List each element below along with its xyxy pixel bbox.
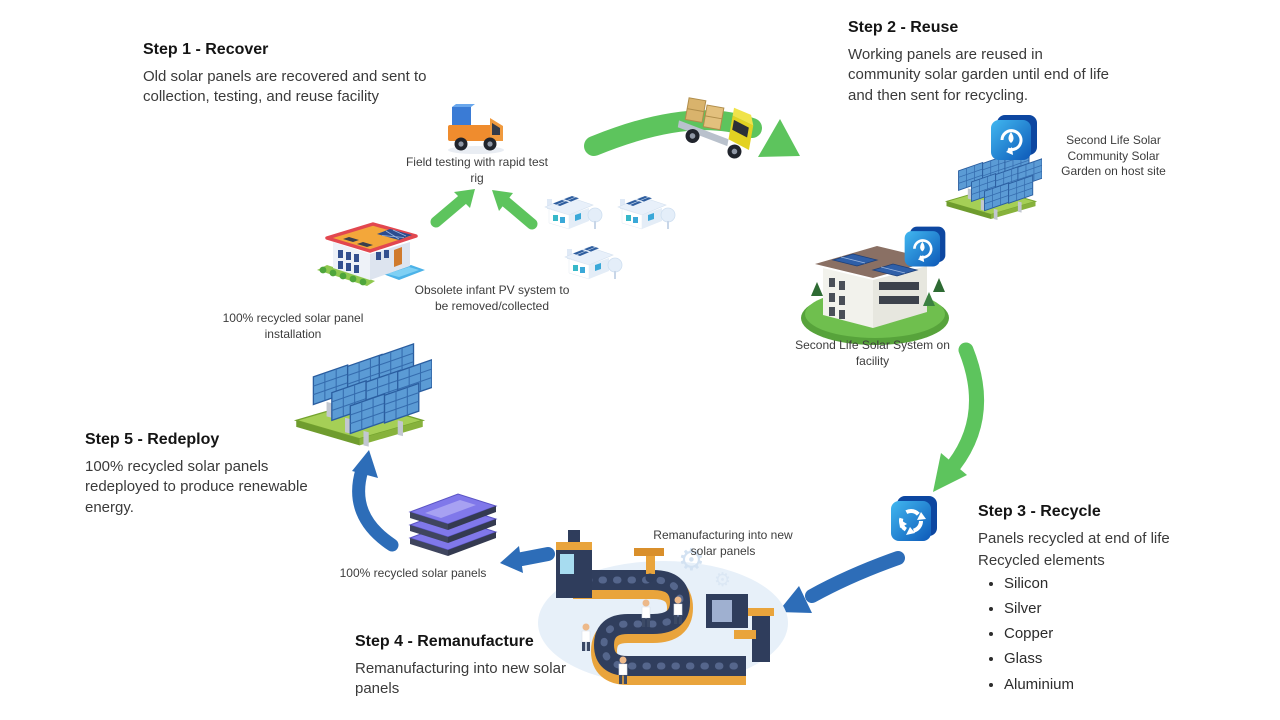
recycled-elements-list: Silicon Silver Copper Glass Aluminium [978, 574, 1208, 695]
arrow-house-to-test-icon [430, 189, 475, 228]
recycle-cube-icon [891, 496, 937, 541]
step1-title: Step 1 - Recover [143, 41, 269, 58]
svg-text:⚙: ⚙ [714, 569, 731, 591]
transport-truck-icon [677, 97, 754, 159]
recycled-installation-icon [293, 343, 432, 448]
recycled-panels-label: 100% recycled solar panels [339, 566, 487, 580]
list-item: Aluminium [1004, 675, 1208, 695]
step1-desc: Old solar panels are recovered and sent … [143, 68, 427, 106]
step5-desc: 100% recycled solar panels redeployed to… [85, 458, 308, 516]
remanufacturing-factory-icon: ⚙ ⚙ [538, 530, 788, 685]
step2-desc: Working panels are reused in community s… [848, 46, 1109, 104]
step4-title: Step 4 - Remanufacture [355, 633, 534, 650]
recycled-panel-stack-icon [408, 493, 498, 556]
step3-desc: Panels recycled at end of life [978, 530, 1170, 547]
second-life-solar-cube-icon [904, 226, 946, 267]
facility-system-label: Second Life Solar System on facility [795, 338, 950, 368]
remanufacturing-label: Remanufacturing into new solar panels [653, 528, 793, 558]
community-solar-garden-icon [944, 147, 1042, 221]
step5-block: Step 5 - Redeploy 100% recycled solar pa… [85, 430, 330, 518]
list-item: Copper [1004, 624, 1208, 644]
step4-desc: Remanufacturing into new solar panels [355, 660, 566, 698]
step1-block: Step 1 - Recover Old solar panels are re… [143, 40, 443, 108]
field-test-truck-icon [448, 104, 504, 154]
arrow-recycle-to-remanufacture-icon [778, 551, 905, 613]
svg-text:⚙: ⚙ [678, 543, 705, 578]
recycled-installation-label: 100% recycled solar panel installation [222, 311, 364, 341]
arrow-panels-to-redeploy-icon [352, 450, 399, 552]
house-with-solar-icon [317, 222, 425, 286]
obsolete-pv-label: Obsolete infant PV system to be removed/… [414, 283, 570, 313]
step2-title: Step 2 - Reuse [848, 19, 959, 36]
step3-title: Step 3 - Recycle [978, 503, 1101, 520]
facility-building-icon [801, 246, 949, 345]
list-item: Glass [1004, 649, 1208, 669]
field-testing-label: Field testing with rapid test rig [405, 155, 549, 185]
arrow-remanufacture-to-panels-icon [500, 546, 555, 573]
second-life-solar-cube-icon [991, 115, 1037, 160]
list-item: Silver [1004, 599, 1208, 619]
step3-sublabel: Recycled elements [978, 552, 1105, 570]
community-garden-label: Second Life Solar Community Solar Garden… [1061, 133, 1166, 179]
step4-block: Step 4 - Remanufacture Remanufacturing i… [355, 632, 590, 700]
obsolete-pv-houses-icon [544, 195, 676, 280]
arrow-reuse-to-recycle-icon [933, 342, 985, 492]
step5-title: Step 5 - Redeploy [85, 431, 220, 448]
arrow-pv-to-test-icon [492, 190, 538, 230]
list-item: Silicon [1004, 574, 1208, 594]
step2-block: Step 2 - Reuse Working panels are reused… [848, 18, 1118, 106]
step3-block: Step 3 - Recycle Panels recycled at end … [978, 502, 1208, 700]
